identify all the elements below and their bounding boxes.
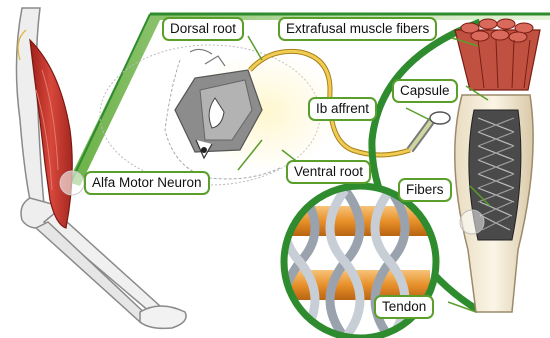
label-dorsal-root: Dorsal root <box>162 17 244 41</box>
label-ventral-root: Ventral root <box>286 160 371 184</box>
label-ib-afferent: Ib affrent <box>308 97 377 121</box>
label-extrafusal-muscle-fibers: Extrafusal muscle fibers <box>278 17 437 41</box>
label-capsule: Capsule <box>392 79 458 103</box>
arm-illustration <box>16 8 186 328</box>
nerve-ending <box>430 112 450 124</box>
zoom-frame-edge <box>72 14 150 180</box>
tendon-organ-capsule <box>455 95 533 312</box>
label-alfa-motor-neuron: Alfa Motor Neuron <box>84 171 210 195</box>
label-tendon: Tendon <box>374 295 434 319</box>
extrafusal-fiber-bundle <box>455 19 540 90</box>
label-fibers: Fibers <box>398 178 452 202</box>
ib-afferent-nerve-core <box>410 120 432 150</box>
